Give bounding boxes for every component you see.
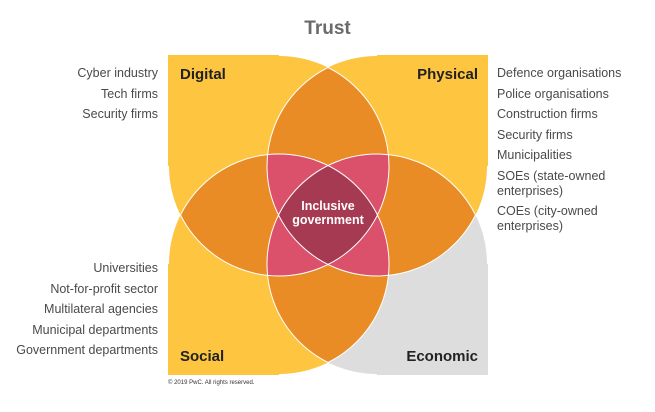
list-item: Construction firms — [497, 107, 598, 121]
label-economic: Economic — [406, 348, 478, 365]
list-item: Municipalities — [497, 148, 573, 162]
list-item: Security firms — [82, 107, 158, 121]
list-item: Defence organisations — [497, 66, 622, 80]
center-label-line2: government — [292, 213, 364, 227]
physical-list: Defence organisations Police organisatio… — [497, 63, 622, 239]
label-social: Social — [180, 348, 225, 365]
list-item: COEs (city-owned enterprises) — [497, 203, 598, 233]
list-item: SOEs (state-owned enterprises) — [497, 168, 606, 198]
list-item: Universities — [93, 261, 158, 275]
digital-list: Cyber industry Tech firms Security firms — [77, 63, 158, 125]
label-physical: Physical — [417, 66, 478, 83]
list-item: Government departments — [16, 343, 158, 357]
list-item: Municipal departments — [32, 322, 158, 337]
list-item: Multilateral agencies — [44, 302, 158, 316]
list-item: Security firms — [497, 127, 573, 142]
list-item: Police organisations — [497, 86, 609, 101]
label-digital: Digital — [180, 66, 226, 83]
center-label: Inclusive government — [278, 199, 378, 227]
diagram-title: Trust — [304, 18, 351, 39]
boundary-lines — [169, 56, 487, 374]
copyright: © 2019 PwC. All rights reserved. — [168, 380, 255, 386]
list-item: Cyber industry — [77, 66, 158, 80]
list-item: Tech firms — [101, 86, 158, 101]
list-item: Not-for-profit sector — [50, 281, 158, 296]
social-list: Universities Not-for-profit sector Multi… — [16, 258, 158, 361]
center-label-line1: Inclusive — [301, 199, 355, 213]
